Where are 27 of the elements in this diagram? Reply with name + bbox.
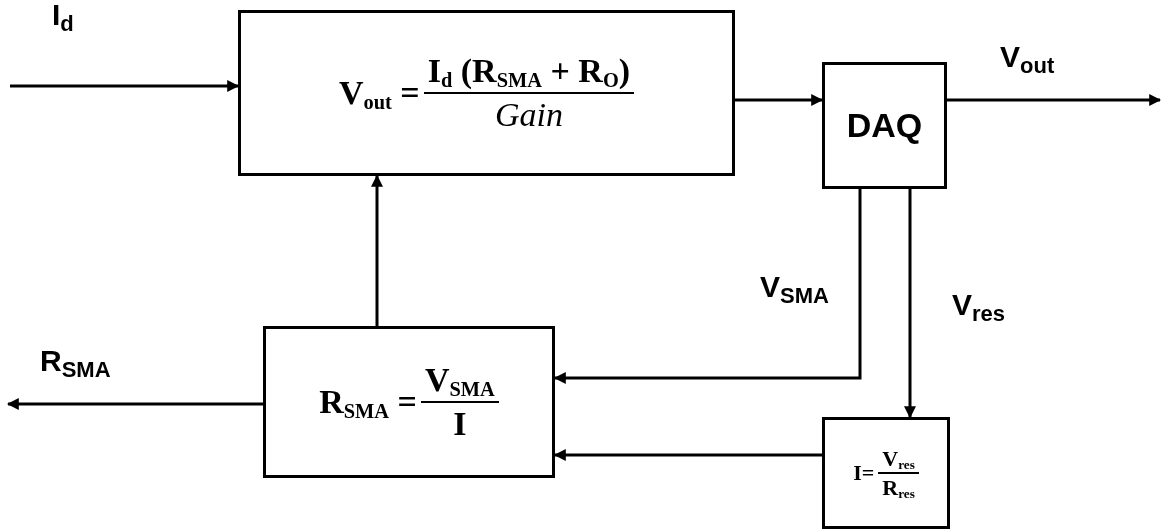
arrow xyxy=(735,94,824,106)
box-label: DAQ xyxy=(846,105,923,146)
arrow xyxy=(6,398,263,410)
edge-label: I$_{d}$ xyxy=(52,0,74,30)
formula-lhs: V$_{out}$ = xyxy=(338,72,420,115)
formula-numerator: V$_{res}$ xyxy=(878,444,919,474)
arrow xyxy=(10,80,240,92)
process-box xyxy=(822,417,950,529)
arrow xyxy=(553,449,822,461)
edge-label: V$_{res}$ xyxy=(952,290,1006,320)
formula-denominator: R$_{res}$ xyxy=(882,474,915,502)
formula-numerator: V$_{SMA}$ xyxy=(420,358,499,403)
edge-label: V$_{out}$ xyxy=(1000,42,1055,72)
arrow xyxy=(371,174,383,326)
process-box xyxy=(263,326,555,478)
process-box xyxy=(822,62,947,189)
arrow xyxy=(904,189,916,419)
formula-lhs: R$_{SMA}$ = xyxy=(319,381,417,424)
edge-label: V$_{SMA}$ xyxy=(760,272,829,302)
formula-denominator: Gain xyxy=(494,95,563,135)
arrow xyxy=(553,189,862,384)
formula-denominator: I xyxy=(453,404,467,444)
formula-lhs: I= xyxy=(853,459,875,487)
arrow xyxy=(947,94,1161,106)
process-box xyxy=(238,10,735,176)
edge-label: R$_{SMA}$ xyxy=(40,346,111,376)
formula-numerator: I$_{d}$ (R$_{SMA}$ + R$_{O}$) xyxy=(423,49,635,94)
